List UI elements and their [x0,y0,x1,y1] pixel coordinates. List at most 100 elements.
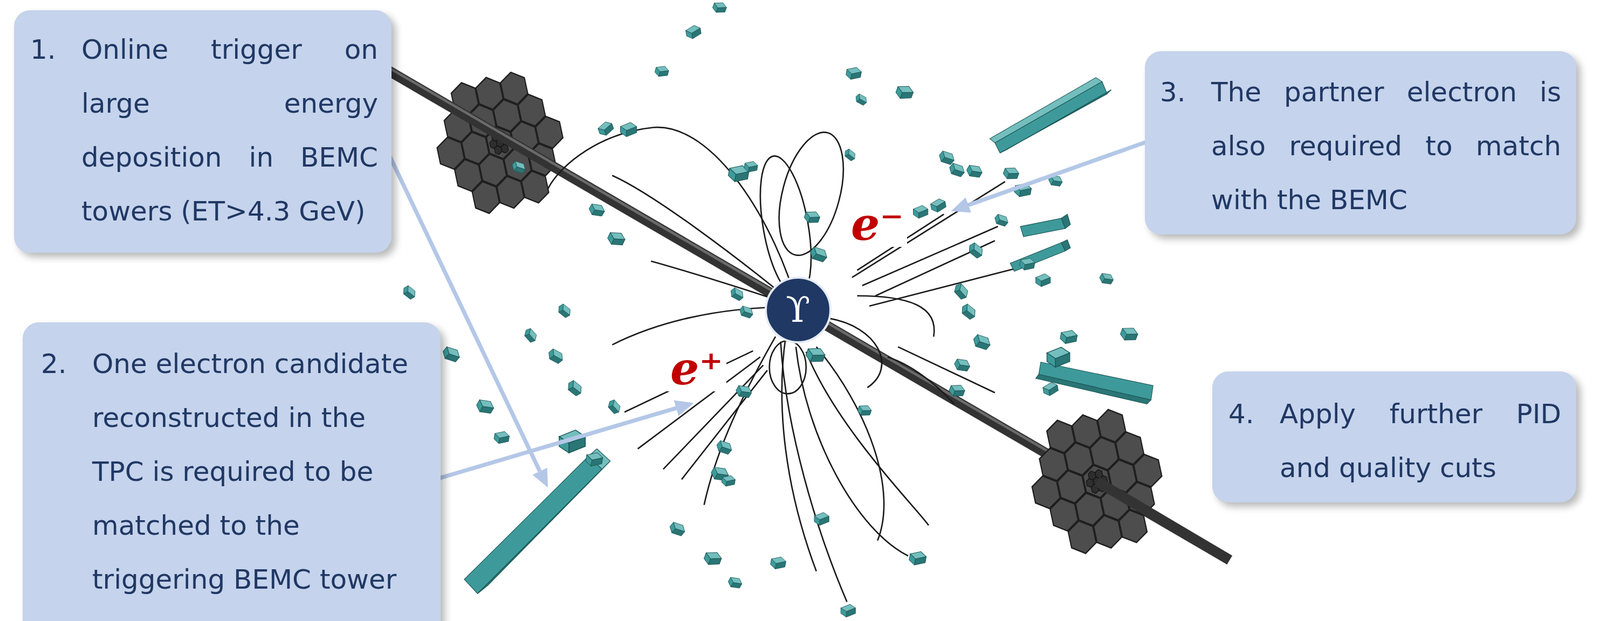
calorimeter-hits [842,147,858,163]
calorimeter-hits [606,229,628,250]
beam-pipe [1096,481,1230,561]
calorimeter-hits [908,550,927,567]
tracks [547,125,1021,602]
tower [1035,374,1152,404]
calorimeter-hits [1046,347,1070,368]
particle-label: e⁺ [667,346,727,392]
leader-arrows [532,468,548,489]
beam-pipe [377,64,1230,561]
tracks [547,127,799,307]
tracks [612,175,798,307]
tracks [816,346,884,541]
leader-arrows [951,197,972,213]
calorimeter-hits [474,396,496,417]
callout-text: Apply further PID and quality cuts [1279,387,1562,496]
calorimeter-hits [743,160,759,174]
callout-text: The partner electron is also required to… [1211,65,1562,228]
calorimeter-hits [992,211,1011,230]
calorimeter-hits [510,158,528,176]
tower [464,77,1153,594]
calorimeter-hits [804,344,827,366]
calorimeter-hits [930,197,947,214]
leader-arrows [377,130,1148,488]
callout-number: 4. [1228,387,1255,442]
calorimeter-hits [565,378,585,398]
callout-number: 1. [30,22,57,77]
calorimeter-hits [770,555,787,571]
calorimeter-hits [728,285,746,304]
calorimeter-hits [702,548,724,568]
tower [1020,218,1066,237]
tower [1010,242,1066,272]
calorimeter-hits [733,382,754,401]
calorimeter-hits [726,574,744,592]
calorimeter-hits [714,437,734,458]
calorimeter-hits [720,474,737,489]
tower [477,461,611,594]
leader-arrows [438,408,677,479]
calorimeter-hits [1035,273,1051,287]
calorimeter-hits [546,346,566,367]
calorimeter-hits [952,282,970,301]
calorimeter-hits [401,284,418,302]
calorimeter-hits [585,450,604,468]
callout-text: Online trigger on large energy depositio… [81,22,379,239]
calorimeter-hits [845,65,863,81]
tracks [795,346,909,556]
calorimeter-hits [440,344,463,366]
calorimeter-hits [853,92,869,108]
calorimeter-hits [667,519,688,540]
callout-box: 4. Apply further PID and quality cuts [1212,371,1577,503]
calorimeter-hits [948,382,967,400]
calorimeter-hits [894,83,916,102]
calorimeter-hits [946,160,967,181]
tracks [887,356,954,404]
calorimeter-hits [1059,328,1078,346]
callout-box: 3.The partner electron is also required … [1144,51,1577,235]
callout-text: One electron candidate reconstructed in … [92,337,416,607]
calorimeter-hits [620,122,637,137]
leader-arrows [968,141,1148,205]
calorimeter-hits [737,303,755,321]
calorimeter-hits [401,0,1140,618]
tower [464,456,602,594]
calorimeter-hits [1042,381,1060,397]
leader-arrows [674,400,695,416]
calorimeter-hits [493,429,511,445]
callout-box: 2.One electron candidate reconstructed i… [22,322,441,621]
calorimeter-hits [654,64,670,79]
callout-box: 1. Online trigger on large energy deposit… [14,10,392,253]
tracks [875,241,995,297]
calorimeter-hits [807,243,830,266]
particle-circle: ϒ [764,276,832,344]
tracks [806,352,929,526]
tower [989,77,1102,143]
particle-label: e⁻ [847,201,908,247]
calorimeter-hits [1001,165,1021,183]
calorimeter-hits [952,355,972,375]
calorimeter-hits [1097,270,1116,287]
tower [999,90,1111,154]
tower [994,81,1108,153]
calorimeter-hits [856,402,873,418]
calorimeter-hits [959,301,978,322]
endcap-detector [424,64,576,222]
calorimeter-hits [913,205,929,219]
tracks [767,125,856,263]
calorimeter-hits [596,120,615,138]
particle-symbol: ϒ [785,292,810,328]
tracks [769,340,807,394]
tower [1061,214,1071,229]
calorimeter-hits [964,162,985,181]
calorimeter-hits [802,208,822,226]
calorimeter-hits [711,0,728,16]
tracks [869,267,1021,307]
illustration [377,0,1230,618]
tower [1061,239,1071,252]
tracks [828,318,882,388]
calorimeter-hits [523,327,539,344]
calorimeter-hits [555,302,573,320]
calorimeter-hits [966,241,985,261]
calorimeter-hits [840,604,856,618]
